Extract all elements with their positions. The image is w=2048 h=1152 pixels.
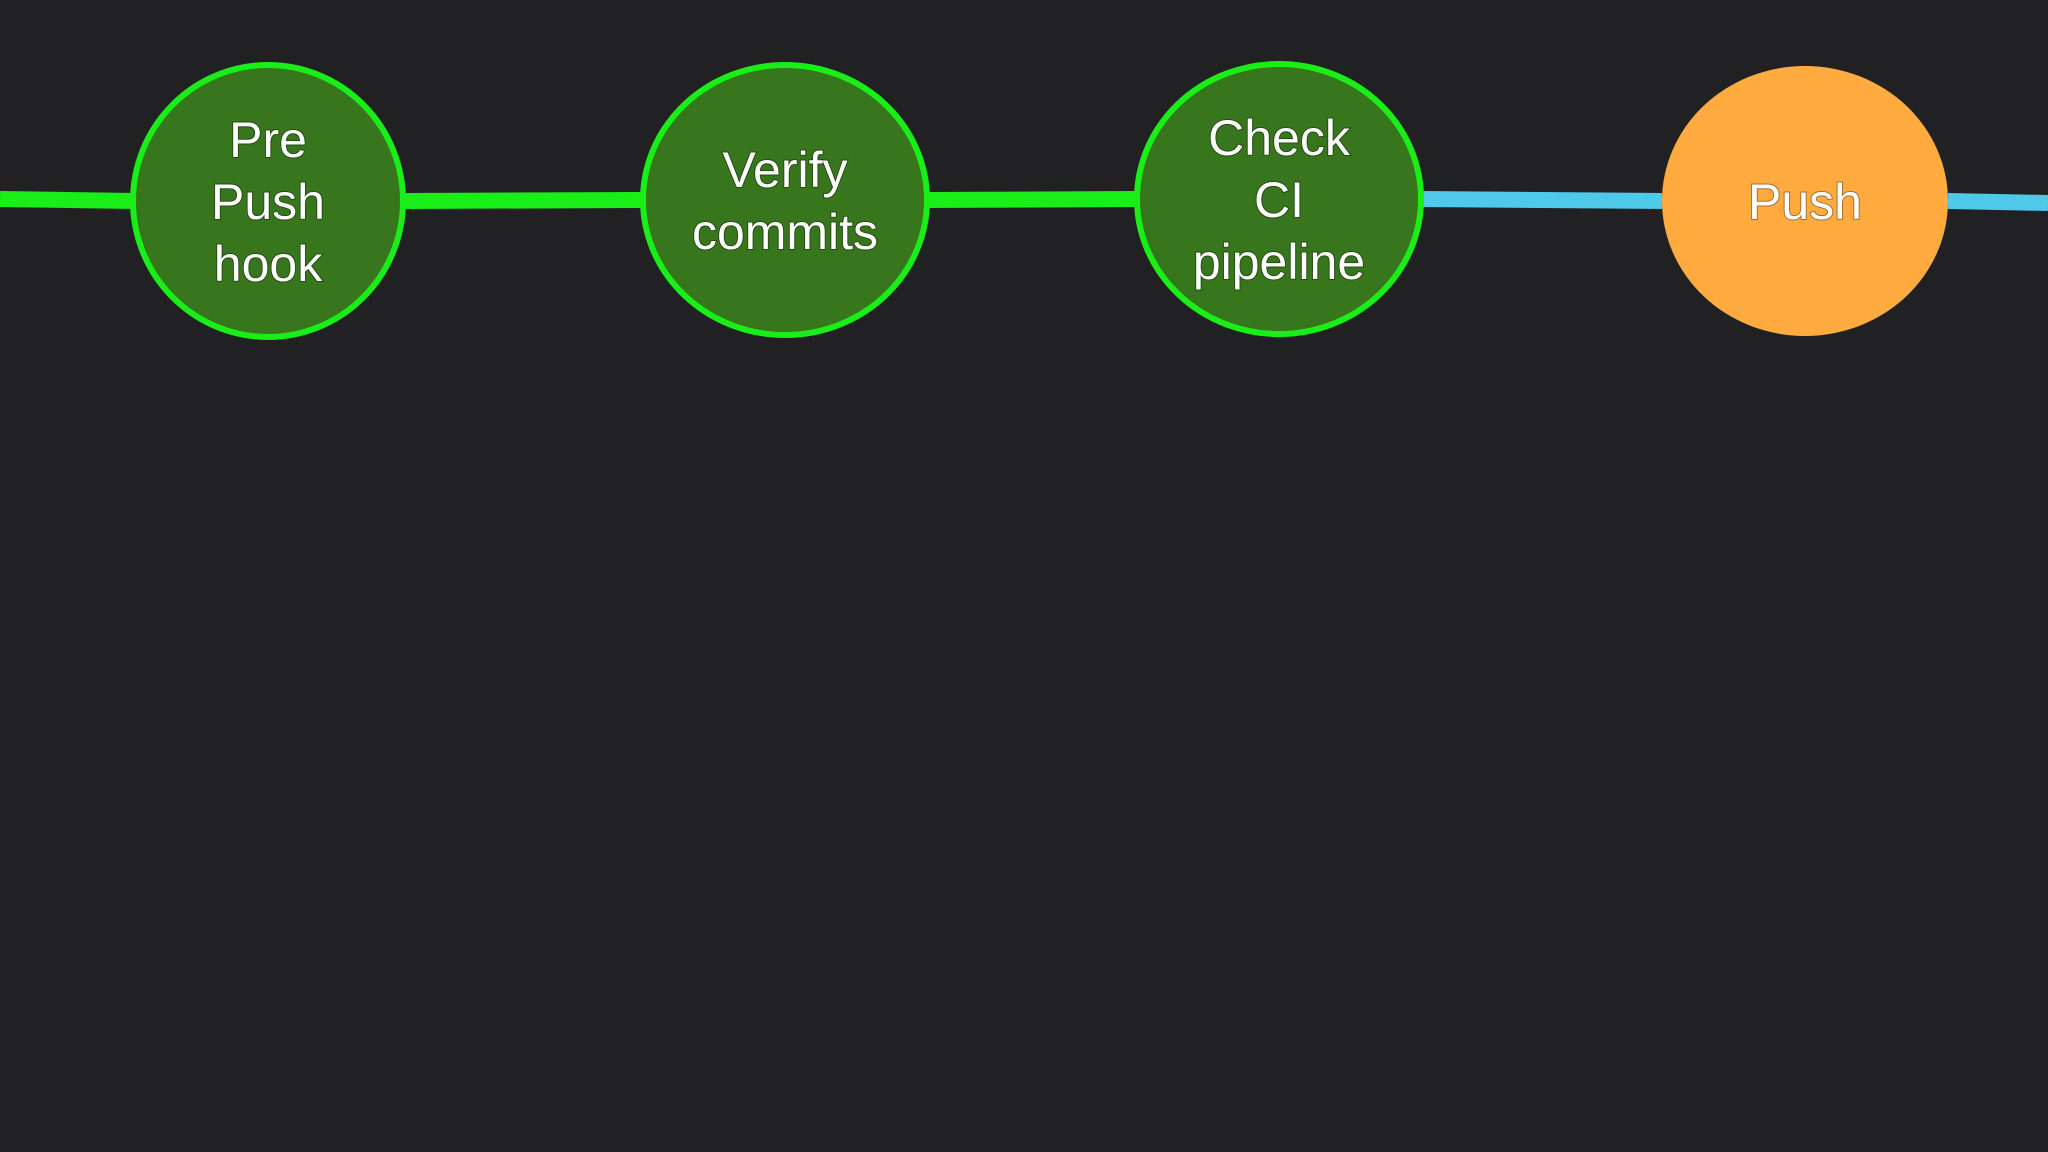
connector-verify-commits-to-check-ci-pipeline	[926, 191, 1138, 208]
node-pre-push-hook-label-line: Pre	[229, 112, 307, 168]
node-check-ci-pipeline-label-line: pipeline	[1193, 234, 1365, 290]
connector-check-ci-pipeline-to-push	[1420, 191, 1663, 209]
node-verify-commits-circle	[640, 62, 930, 338]
node-check-ci-pipeline-label-line: Check	[1208, 110, 1351, 166]
connector-layer	[0, 191, 2048, 211]
node-check-ci-pipeline-label-line: CI	[1254, 172, 1304, 228]
node-pre-push-hook-label-line: Push	[211, 174, 325, 230]
connector-push-to-end	[1947, 193, 2048, 211]
connector-pre-push-hook-to-verify-commits	[402, 192, 644, 209]
node-pre-push-hook-label-line: hook	[214, 236, 323, 292]
node-push-circle	[1662, 66, 1948, 336]
node-pre-push-hook-circle	[130, 62, 406, 340]
connector-start-to-pre-push-hook	[0, 191, 134, 209]
node-check-ci-pipeline-circle	[1134, 61, 1424, 337]
node-verify-commits-label-line: Verify	[722, 142, 847, 198]
node-push: Push	[1662, 66, 1948, 336]
node-verify-commits-label-line: commits	[692, 204, 878, 260]
node-push-label-line: Push	[1748, 174, 1862, 230]
node-verify-commits: Verify commits	[640, 62, 930, 338]
